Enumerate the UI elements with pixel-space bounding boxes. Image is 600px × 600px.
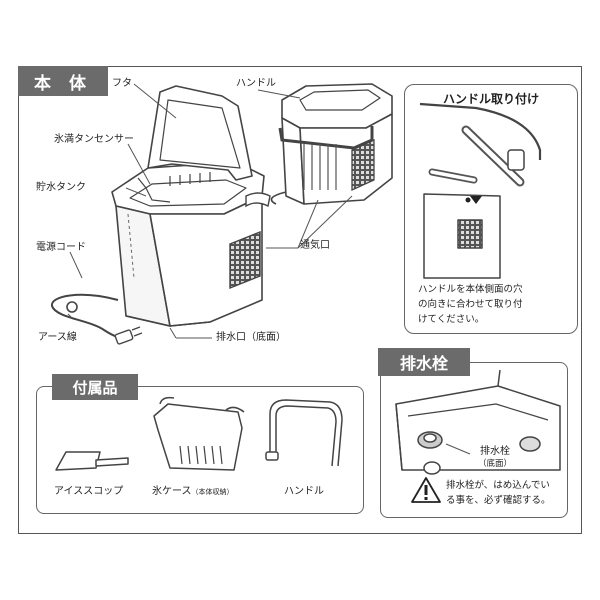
ice-basket-icon bbox=[153, 396, 245, 471]
label-drain-plug: 排水栓 （底面） bbox=[478, 446, 512, 470]
ice-maker-rear-unit bbox=[281, 83, 393, 205]
label-ice-basket: 氷ケース（本体収納） bbox=[152, 486, 234, 498]
handle-install-title: ハンドル取り付け bbox=[442, 92, 539, 106]
rear-unit-handle bbox=[278, 126, 374, 150]
drain-plug-warning-line: る事を、必ず確認する。 bbox=[446, 495, 551, 506]
label-ice-basket-name: 氷ケース bbox=[152, 486, 192, 497]
label-handle-accessory: ハンドル bbox=[284, 486, 324, 497]
arrow-down-icon bbox=[470, 196, 482, 204]
handle-install-note-line: の向きに合わせて取り付 bbox=[418, 299, 523, 310]
label-ice-scoop: アイススコップ bbox=[54, 486, 124, 497]
ice-maker-body bbox=[111, 161, 265, 327]
accessories-tag: 付属品 bbox=[52, 374, 138, 400]
label-lid: フタ bbox=[112, 78, 132, 89]
lid bbox=[147, 85, 253, 181]
drain-plug-tag: 排水栓 bbox=[378, 348, 470, 376]
label-power-cord: 電源コード bbox=[36, 242, 86, 253]
main-section-tag: 本 体 bbox=[18, 66, 108, 96]
label-drain-outlet: 排水口（底面） bbox=[216, 332, 286, 343]
label-drain-plug-line1: 排水栓 bbox=[480, 446, 510, 457]
accessories-box bbox=[36, 386, 364, 514]
ice-scoop-icon bbox=[55, 451, 129, 471]
side-vent-grille bbox=[229, 230, 261, 290]
plug-icon bbox=[114, 326, 143, 345]
handle-accessory-icon bbox=[265, 399, 343, 467]
label-vent: 通気口 bbox=[300, 240, 330, 251]
label-water-tank: 貯水タンク bbox=[36, 182, 86, 193]
leader-lines bbox=[67, 83, 353, 339]
power-cord bbox=[51, 293, 121, 339]
ice-tray-fingers bbox=[137, 172, 211, 203]
drain-plug-warning-line: 排水栓が、はめ込んでい bbox=[446, 480, 550, 491]
label-ice-full-sensor: 氷満タンセンサー bbox=[54, 134, 134, 145]
label-handle: ハンドル bbox=[236, 78, 276, 89]
main-frame bbox=[18, 66, 582, 534]
handle-install-note: ハンドルを本体側面の穴 の向きに合わせて取り付 けてください。 bbox=[418, 282, 523, 327]
drain-plug-warning: 排水栓が、はめ込んでい る事を、必ず確認する。 bbox=[446, 478, 551, 508]
handle-install-illustration bbox=[419, 102, 542, 279]
drain-plug-box bbox=[380, 362, 568, 518]
label-earth-wire: アース線 bbox=[38, 332, 77, 343]
handle-install-box bbox=[404, 84, 578, 334]
earth-wire-ring-icon bbox=[66, 301, 78, 313]
label-ice-basket-note: （本体収納） bbox=[191, 488, 234, 496]
handle-install-note-line: けてください。 bbox=[418, 314, 485, 325]
handle-install-note-line: ハンドルを本体側面の穴 bbox=[418, 284, 523, 295]
warning-icon bbox=[411, 477, 441, 503]
drain-plug-illustration bbox=[395, 369, 561, 475]
label-drain-plug-line2: （底面） bbox=[478, 459, 513, 469]
